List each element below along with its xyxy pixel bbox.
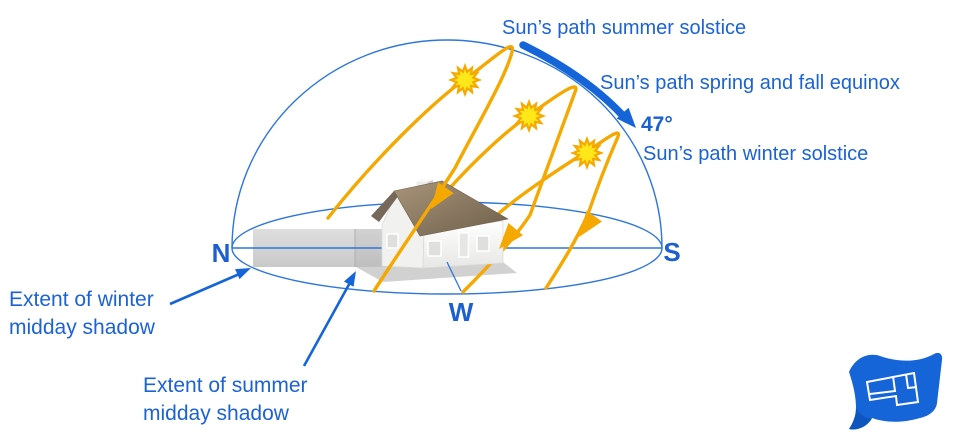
- solstice-angle-arrow: [519, 41, 636, 128]
- winter-annotation-shaft: [169, 270, 245, 306]
- summer-annotation-shaft: [302, 278, 354, 367]
- summer-ray: [372, 166, 457, 293]
- label-summer-path: Sun’s path summer solstice: [502, 17, 746, 39]
- label-winter-shadow-line2: midday shadow: [9, 316, 156, 339]
- label-equinox-path: Sun’s path spring and fall equinox: [600, 72, 900, 94]
- sky-dome-arc: [231, 39, 663, 249]
- logo-plan-lines: [865, 371, 920, 407]
- front-window-2: [476, 235, 490, 252]
- sun-ray-arrows: [372, 166, 602, 293]
- west-leader-line: [446, 261, 462, 292]
- sun-path-winter: [496, 131, 621, 290]
- sun-icon-equinox: [513, 100, 545, 132]
- compass-label-south: S: [663, 237, 680, 267]
- winter-annotation-head: [235, 262, 254, 280]
- angle-arrow-head: [616, 107, 636, 128]
- label-winter-shadow-line1: Extent of winter: [9, 288, 154, 311]
- label-summer-shadow-line2: midday shadow: [143, 402, 290, 425]
- compass-label-north: N: [212, 238, 231, 268]
- roof-left-slope: [371, 191, 399, 222]
- front-window-1: [427, 240, 442, 257]
- winter-shadow-annotation-arrow: [169, 262, 254, 306]
- gable-window: [386, 233, 399, 249]
- summer-annotation-head: [343, 268, 361, 287]
- blueprint-logo: [849, 352, 943, 430]
- roof-main-slope: [393, 180, 509, 237]
- label-solstice-angle: 47°: [641, 113, 673, 136]
- label-summer-shadow-line1: Extent of summer: [143, 374, 308, 397]
- label-winter-path: Sun’s path winter solstice: [643, 143, 868, 165]
- angle-arrow-shaft: [519, 41, 630, 123]
- compass-label-west: W: [449, 297, 474, 327]
- house: [371, 179, 509, 269]
- summer-shadow-annotation-arrow: [302, 268, 361, 367]
- front-door: [458, 232, 470, 258]
- logo-flag-fold: [849, 408, 872, 430]
